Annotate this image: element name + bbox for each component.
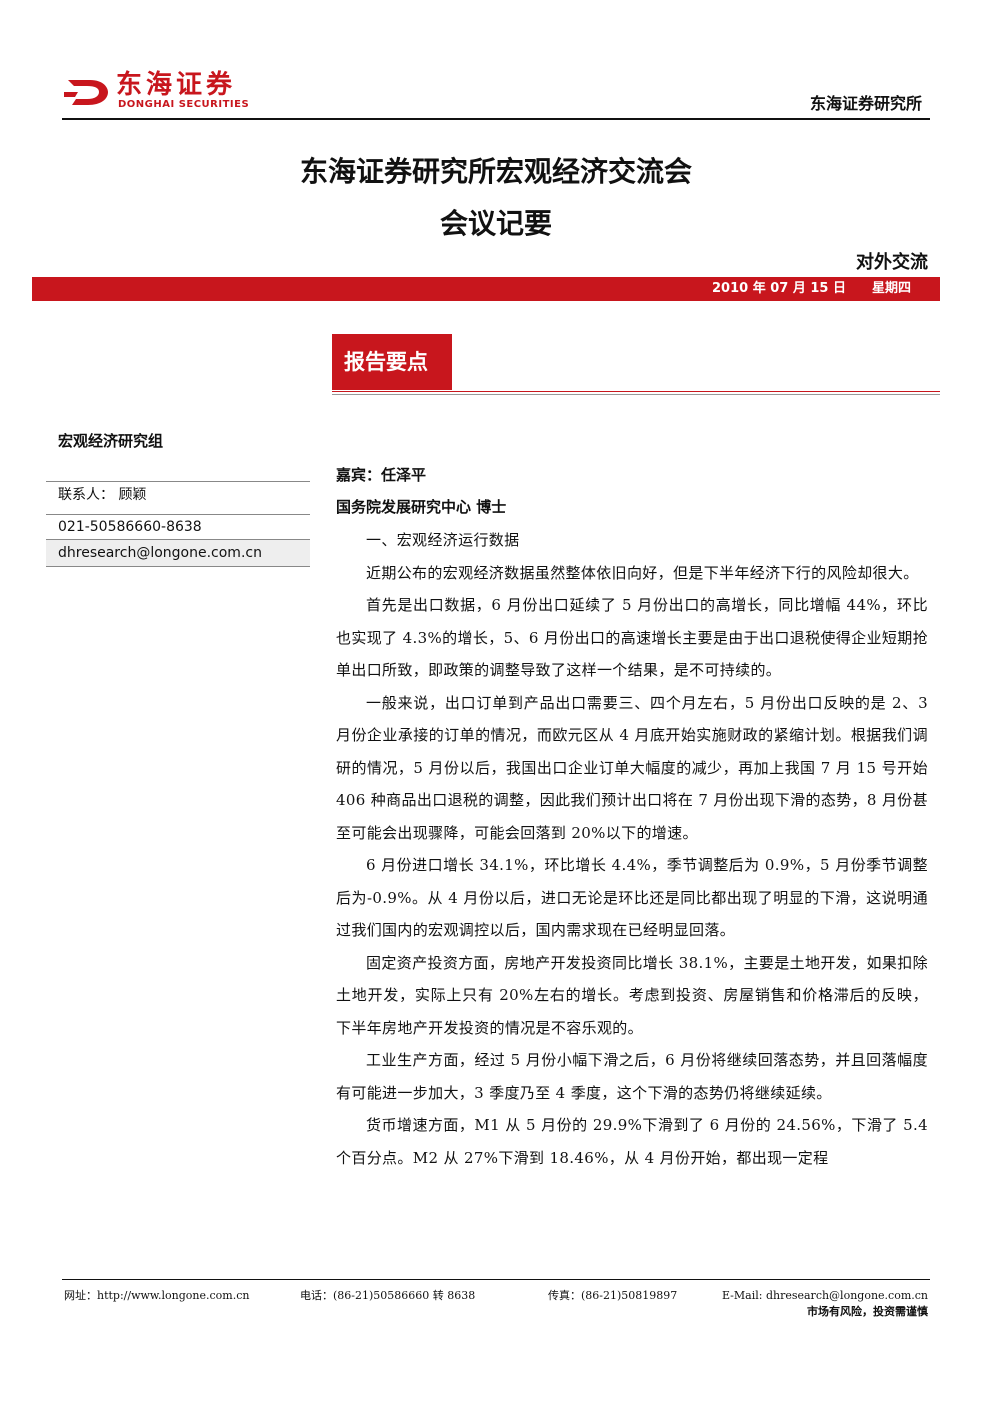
section-title-box	[332, 334, 452, 390]
report-subtitle: 会议记要	[439, 207, 552, 240]
research-group: 宏观经济研究组	[58, 432, 164, 450]
footer-fax: 传真：(86-21)50819897	[548, 1289, 678, 1302]
report-date: 2010 年 07 月 15 日	[712, 281, 846, 296]
body-paragraph: 一般来说，出口订单到产品出口需要三、四个月左右，5 月份出口反映的是 2、3 月…	[336, 693, 928, 842]
footer-website[interactable]: 网址：http://www.longone.com.cn	[64, 1289, 250, 1302]
contact-row: 联系人： 顾颖	[46, 481, 310, 514]
contact-email[interactable]: dhresearch@longone.com.cn	[58, 545, 262, 561]
phone-row: 021-50586660-8638	[46, 514, 310, 539]
guest-affiliation: 国务院发展研究中心 博士	[336, 498, 507, 516]
body-paragraph: 货币增速方面，M1 从 5 月份的 29.9%下滑到了 6 月份的 24.56%…	[336, 1116, 928, 1167]
donghai-logo-icon	[64, 80, 108, 105]
section-divider-red	[332, 391, 940, 392]
header-org-name: 东海证券研究所	[809, 94, 922, 113]
logo-chinese-name: 东海证券	[116, 70, 237, 100]
footer-divider	[62, 1279, 930, 1280]
logo-english-name: DONGHAI SECURITIES	[118, 99, 250, 110]
body-paragraph: 固定资产投资方面，房地产开发投资同比增长 38.1%，主要是土地开发，如果扣除土…	[336, 953, 928, 1037]
body-paragraph: 6 月份进口增长 34.1%，环比增长 4.4%，季节调整后为 0.9%，5 月…	[336, 856, 928, 939]
risk-disclaimer: 市场有风险，投资需谨慎	[807, 1305, 928, 1318]
section-divider-gray	[332, 394, 940, 395]
contact-person: 联系人： 顾颖	[58, 487, 147, 503]
report-weekday: 星期四	[872, 281, 912, 296]
section-title: 报告要点	[344, 349, 428, 374]
contact-phone: 021-50586660-8638	[58, 519, 202, 535]
body-paragraph: 工业生产方面，经过 5 月份小幅下滑之后，6 月份将继续回落态势，并且回落幅度有…	[336, 1051, 928, 1102]
guest-name: 嘉宾：任泽平	[336, 466, 427, 484]
report-title: 东海证券研究所宏观经济交流会	[299, 155, 692, 188]
date-bar	[32, 277, 940, 301]
report-body: 一、宏观经济运行数据 近期公布的宏观经济数据虽然整体依旧向好，但是下半年经济下行…	[336, 524, 928, 1174]
footer-email[interactable]: E-Mail: dhresearch@longone.com.cn	[721, 1289, 928, 1302]
body-paragraph: 近期公布的宏观经济数据虽然整体依旧向好，但是下半年经济下行的风险却很大。	[366, 563, 919, 582]
body-paragraph: 首先是出口数据，6 月份出口延续了 5 月份出口的高增长，同比增幅 44%，环比…	[336, 596, 928, 679]
section-heading: 一、宏观经济运行数据	[366, 531, 520, 549]
report-type-tag: 对外交流	[856, 252, 928, 273]
header-divider	[62, 118, 930, 120]
company-logo: 东海证券 DONGHAI SECURITIES	[64, 70, 264, 112]
email-row: dhresearch@longone.com.cn	[46, 539, 310, 567]
footer-phone: 电话：(86-21)50586660 转 8638	[300, 1289, 476, 1302]
